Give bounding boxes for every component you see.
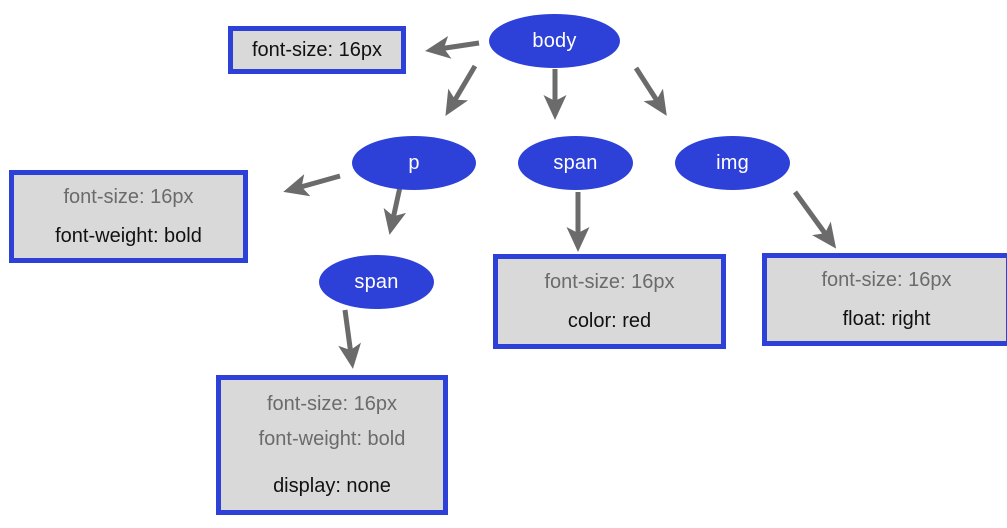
edge-p-to-inner-span — [383, 186, 407, 235]
declaration-line: float: right — [842, 307, 931, 330]
declaration-line: font-size: 16px — [251, 38, 383, 61]
declaration-line: font-weight: bold — [258, 427, 406, 450]
declaration-line: font-size: 16px — [821, 268, 952, 291]
node-img[interactable]: img — [675, 136, 790, 190]
style-box-span-top[interactable]: font-size: 16px color: red — [493, 254, 726, 349]
node-p[interactable]: p — [352, 136, 476, 190]
style-box-body[interactable]: font-size: 16px — [228, 26, 406, 74]
declaration-line: font-size: 16px — [544, 270, 675, 293]
declaration-line: font-weight: bold — [55, 224, 202, 247]
style-box-img[interactable]: font-size: 16px float: right — [762, 253, 1007, 346]
node-span-top-label: span — [553, 152, 598, 174]
edge-img-to-img-styles — [792, 190, 837, 249]
edge-inner-span-to-styles — [338, 309, 361, 369]
declaration-line: font-size: 16px — [63, 185, 194, 208]
edge-p-to-p-styles — [283, 173, 341, 197]
node-span-in-p-label: span — [354, 271, 399, 293]
declaration-line: font-size: 16px — [266, 392, 398, 415]
style-box-p[interactable]: font-size: 16px font-weight: bold — [9, 170, 248, 263]
style-box-span-in-p[interactable]: font-size: 16px font-weight: bold displa… — [216, 375, 448, 515]
declaration-line: display: none — [273, 474, 391, 497]
node-p-label: p — [408, 152, 420, 174]
node-body[interactable]: body — [489, 14, 620, 68]
node-img-label: img — [716, 152, 749, 174]
node-body-label: body — [532, 30, 577, 52]
edge-body-to-body-styles — [425, 35, 480, 59]
edge-body-to-img — [633, 66, 667, 116]
node-span-top[interactable]: span — [518, 136, 633, 190]
declaration-line: color: red — [567, 309, 652, 332]
edge-body-to-p — [445, 64, 478, 117]
node-span-in-p[interactable]: span — [319, 255, 434, 309]
